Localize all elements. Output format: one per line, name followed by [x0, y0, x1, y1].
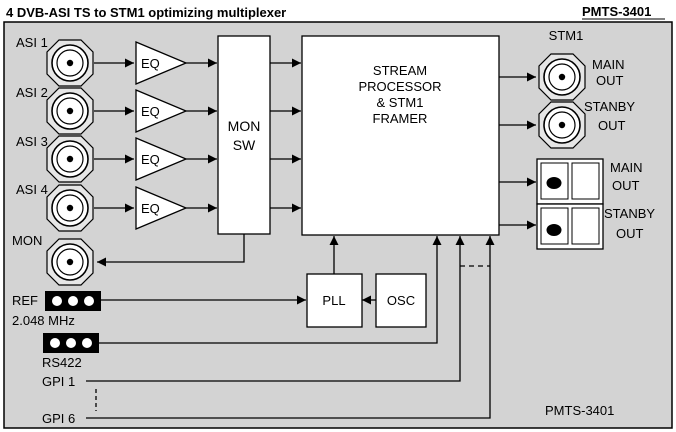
asi-1-label: ASI 1 — [16, 35, 48, 50]
gpi-6-label: GPI 6 — [42, 411, 75, 426]
asi-2-connector-icon — [46, 87, 94, 135]
gpi-1-label: GPI 1 — [42, 374, 75, 389]
svg-text:OSC: OSC — [387, 293, 415, 308]
optical-main-out-connector-icon — [536, 158, 604, 205]
svg-text:EQ: EQ — [141, 104, 160, 119]
stm1-standby-out-connector-icon — [538, 101, 586, 149]
osc-block: OSC — [375, 273, 427, 328]
svg-text:STREAM: STREAM — [373, 63, 427, 78]
pll-block: PLL — [306, 273, 363, 328]
monitor-switch-block: MON SW — [217, 35, 271, 235]
svg-text:& STM1: & STM1 — [377, 95, 424, 110]
rs422-connector-icon — [43, 333, 99, 353]
asi-4-label: ASI 4 — [16, 182, 48, 197]
footer-model-number: PMTS-3401 — [545, 403, 614, 418]
rs422-label: RS422 — [42, 355, 82, 370]
mon-label: MON — [12, 233, 42, 248]
stm1-label: STM1 — [549, 28, 584, 43]
equalizer-2: EQ — [135, 89, 188, 133]
stm1-main-out-connector-icon — [538, 53, 586, 101]
optical-main-out-label-2: OUT — [612, 178, 640, 193]
svg-text:EQ: EQ — [141, 56, 160, 71]
equalizer-1: EQ — [135, 41, 188, 85]
stm1-main-out-label: MAIN — [592, 57, 625, 72]
stream-processor-block: STREAM PROCESSOR & STM1 FRAMER — [301, 35, 500, 236]
stm1-standby-out-label-2: OUT — [598, 118, 626, 133]
optical-standby-out-label: STANBY — [604, 206, 655, 221]
asi-3-connector-icon — [46, 135, 94, 183]
svg-text:SW: SW — [233, 137, 256, 153]
optical-main-out-label: MAIN — [610, 160, 643, 175]
svg-text:MON: MON — [228, 118, 261, 134]
ref-label: REF — [12, 293, 38, 308]
optical-standby-out-connector-icon — [536, 203, 604, 250]
asi-3-label: ASI 3 — [16, 134, 48, 149]
diagram-title: 4 DVB-ASI TS to STM1 optimizing multiple… — [6, 5, 286, 20]
ref-frequency-label: 2.048 MHz — [12, 313, 75, 328]
svg-text:FRAMER: FRAMER — [373, 111, 428, 126]
ref-connector-icon — [45, 291, 101, 311]
asi-1-connector-icon — [46, 39, 94, 87]
svg-text:PLL: PLL — [322, 293, 345, 308]
model-number: PMTS-3401 — [582, 4, 651, 19]
svg-text:EQ: EQ — [141, 152, 160, 167]
stm1-standby-out-label: STANBY — [584, 99, 635, 114]
svg-text:EQ: EQ — [141, 201, 160, 216]
optical-standby-out-label-2: OUT — [616, 226, 644, 241]
asi-2-label: ASI 2 — [16, 85, 48, 100]
equalizer-4: EQ — [135, 186, 188, 230]
svg-text:PROCESSOR: PROCESSOR — [358, 79, 441, 94]
stm1-main-out-label-2: OUT — [596, 73, 624, 88]
asi-4-connector-icon — [46, 184, 94, 232]
equalizer-3: EQ — [135, 137, 188, 181]
mon-connector-icon — [46, 238, 94, 286]
